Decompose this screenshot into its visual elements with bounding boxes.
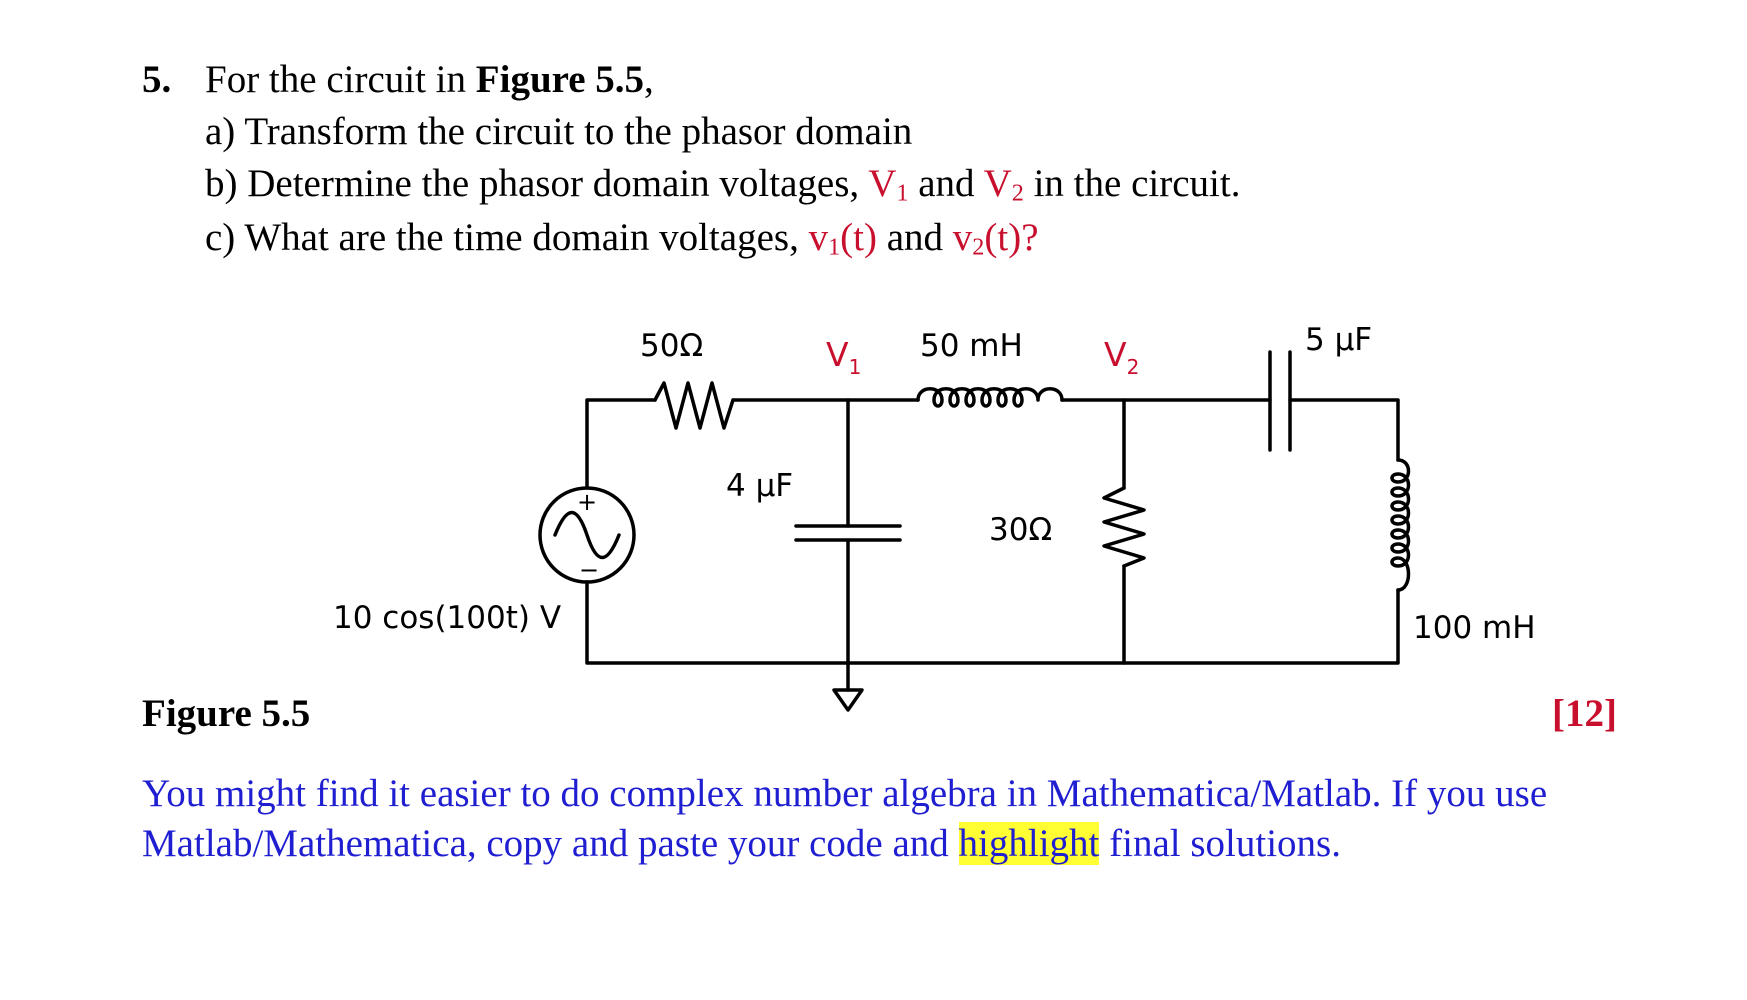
part-b-text: b) Determine the phasor domain voltages, (205, 162, 869, 205)
intro-text: For the circuit in (205, 58, 476, 101)
resistor-30-ohm-icon (1102, 486, 1146, 568)
wire-right-bottom (585, 580, 1400, 665)
source-plus: + (577, 488, 597, 516)
r2-label: 30Ω (989, 512, 1052, 548)
source-label: 10 cos(100t) V (333, 600, 561, 636)
part-c-and: and (876, 216, 953, 259)
part-c-text: c) What are the time domain voltages, (205, 216, 809, 259)
highlight-word: highlight (958, 822, 1100, 865)
problem-intro: For the circuit in Figure 5.5, (205, 56, 654, 104)
wire-left-top (585, 398, 657, 490)
v1-phasor: V1 (868, 162, 909, 207)
note-line-2-end: final solutions. (1099, 822, 1341, 865)
inductor-50mh-icon (916, 387, 1064, 408)
v1-time: v1(t) (808, 216, 877, 261)
inductor-100mh-icon (1390, 458, 1411, 592)
problem-number: 5. (142, 58, 172, 101)
part-b-and: and (908, 162, 984, 205)
note-line-2: Matlab/Mathematica, copy and paste your … (142, 820, 1341, 868)
ac-source-icon (538, 486, 636, 584)
part-b: b) Determine the phasor domain voltages,… (205, 160, 1240, 208)
ground-icon (832, 688, 864, 712)
l2-label: 100 mH (1413, 610, 1536, 646)
figure-reference: Figure 5.5 (475, 58, 645, 101)
figure-caption: Figure 5.5 (142, 692, 311, 735)
ac-source-wave-icon (553, 511, 621, 559)
wire-top-far-right (1288, 398, 1400, 462)
part-a: a) Transform the circuit to the phasor d… (205, 110, 913, 153)
problem-heading: 5. (142, 56, 171, 104)
c2-label: 5 μF (1305, 322, 1372, 358)
note-line-2-text: Matlab/Mathematica, copy and paste your … (142, 822, 959, 865)
c1-label: 4 μF (726, 468, 793, 504)
marks: [12] (1552, 692, 1617, 735)
part-b-end: in the circuit. (1023, 162, 1241, 205)
note-line-1: You might find it easier to do complex n… (142, 772, 1548, 815)
v2-phasor: V2 (983, 162, 1024, 207)
node1-label: V1 (826, 335, 861, 379)
source-minus: − (579, 556, 599, 584)
r1-label: 50Ω (640, 328, 703, 364)
l1-label: 50 mH (920, 328, 1023, 364)
part-c: c) What are the time domain voltages, v1… (205, 214, 1039, 262)
intro-comma: , (644, 58, 654, 101)
node2-label: V2 (1104, 335, 1139, 379)
v2-time: v2(t)? (952, 216, 1039, 261)
resistor-50-ohm-icon (653, 381, 735, 430)
